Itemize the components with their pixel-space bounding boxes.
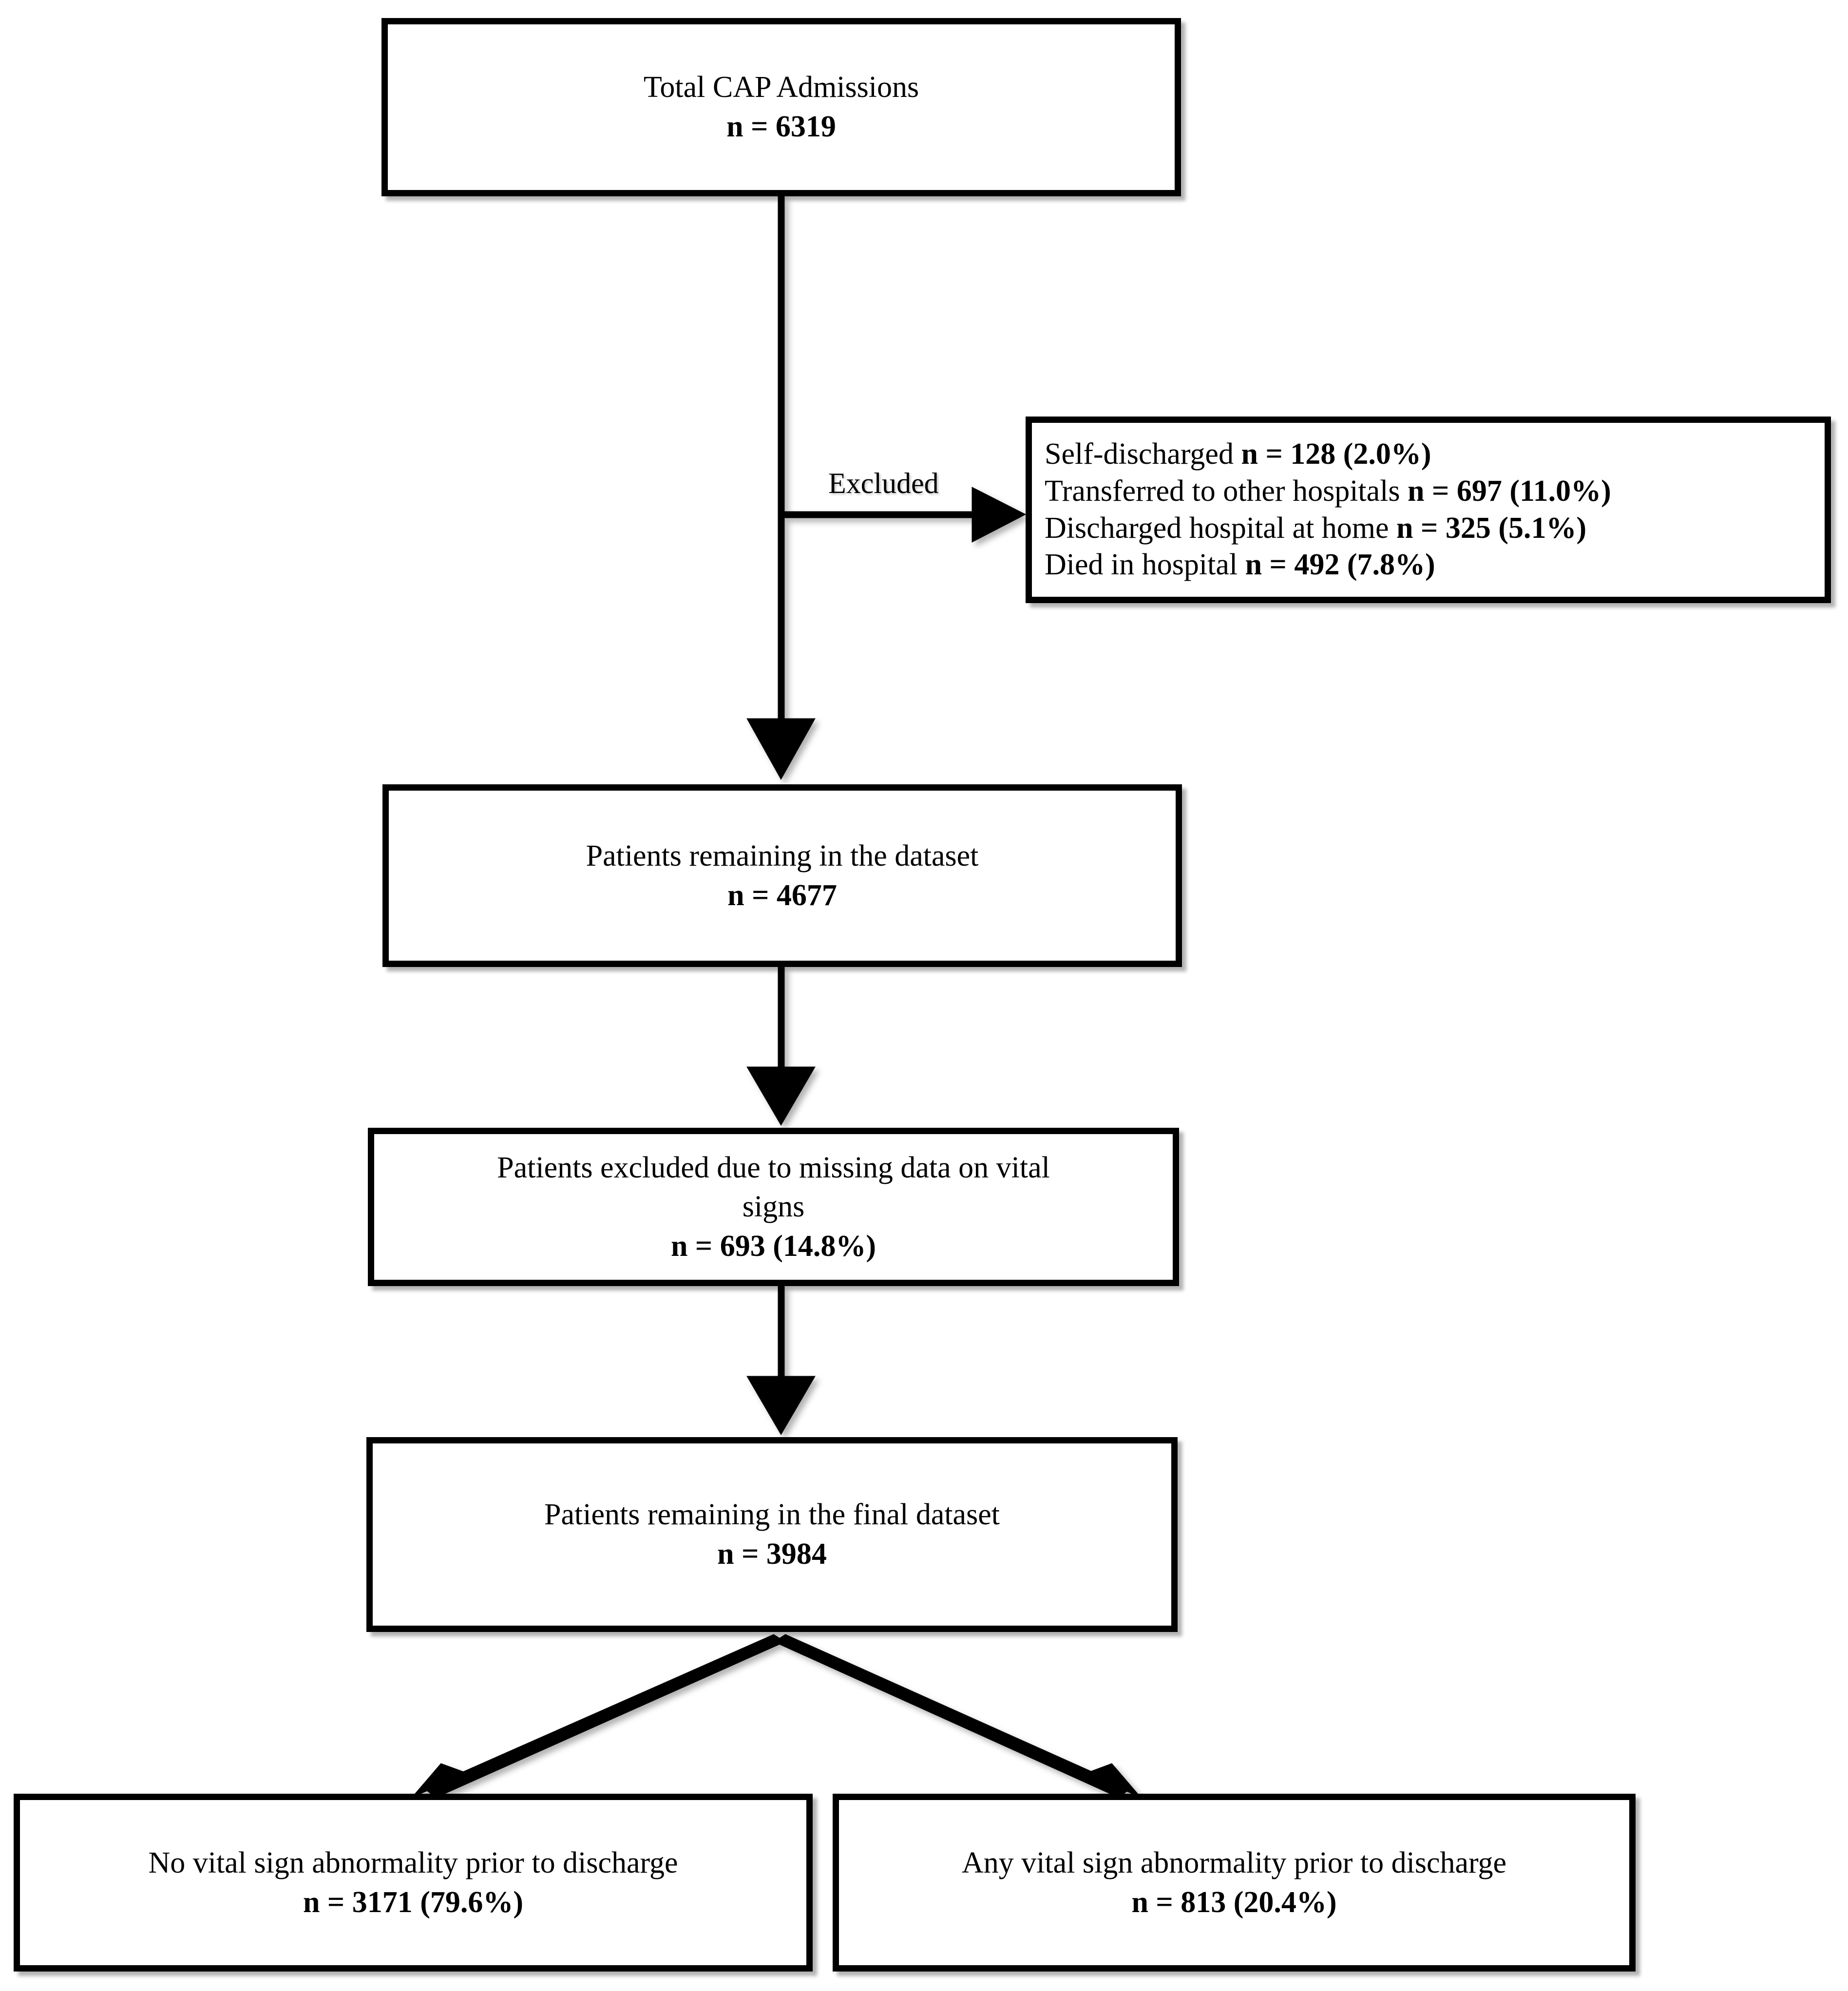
node-any-abnormality: Any vital sign abnormality prior to disc… [833,1794,1636,1972]
node-any-abnormality-count: n = 813 (20.4%) [1131,1885,1337,1919]
node-remaining-dataset-label: Patients remaining in the dataset [586,839,979,872]
node-total-admissions: Total CAP Admissions n = 6319 [381,18,1181,196]
node-missing-vitals-text: Patients excluded due to missing data on… [374,1148,1173,1266]
list-item: Died in hospital n = 492 (7.8%) [1045,548,1435,582]
list-item: Self-discharged n = 128 (2.0%) [1045,437,1431,471]
connector-missing-to-final [746,1286,816,1435]
connector-final-to-no-abnormality [411,1634,786,1798]
node-total-admissions-text: Total CAP Admissions n = 6319 [388,68,1175,146]
node-final-dataset-label: Patients remaining in the final dataset [544,1498,1000,1532]
node-excluded-reasons: Self-discharged n = 128 (2.0%) Transferr… [1026,417,1831,603]
node-no-abnormality: No vital sign abnormality prior to disch… [14,1794,813,1972]
node-missing-vitals-label-line1: Patients excluded due to missing data on… [497,1151,1050,1184]
node-final-dataset: Patients remaining in the final dataset … [366,1437,1178,1632]
node-no-abnormality-count: n = 3171 (79.6%) [303,1885,524,1919]
list-item: Discharged hospital at home n = 325 (5.1… [1045,511,1587,545]
connector-remaining-to-missing [746,967,816,1126]
node-any-abnormality-text: Any vital sign abnormality prior to disc… [839,1843,1629,1922]
node-missing-vitals-label-line2: signs [742,1190,805,1224]
node-excluded-reasons-text: Self-discharged n = 128 (2.0%) Transferr… [1032,436,1825,584]
edge-label-excluded: Excluded [828,467,939,499]
node-remaining-dataset-count: n = 4677 [727,878,837,912]
node-total-admissions-count: n = 6319 [726,110,836,143]
node-no-abnormality-text: No vital sign abnormality prior to disch… [20,1843,806,1922]
node-missing-vitals-count: n = 693 (14.8%) [670,1229,876,1263]
node-total-admissions-label: Total CAP Admissions [643,71,919,104]
connector-final-to-any-abnormality [773,1634,1142,1798]
node-no-abnormality-label: No vital sign abnormality prior to disch… [148,1846,678,1879]
node-missing-vitals: Patients excluded due to missing data on… [368,1128,1179,1286]
node-remaining-dataset: Patients remaining in the dataset n = 46… [382,784,1182,967]
node-final-dataset-text: Patients remaining in the final dataset … [373,1495,1171,1574]
list-item: Transferred to other hospitals n = 697 (… [1045,474,1611,508]
node-remaining-dataset-text: Patients remaining in the dataset n = 46… [389,836,1176,915]
connector-total-to-remaining [746,196,816,780]
node-final-dataset-count: n = 3984 [717,1537,827,1571]
node-any-abnormality-label: Any vital sign abnormality prior to disc… [961,1846,1507,1879]
